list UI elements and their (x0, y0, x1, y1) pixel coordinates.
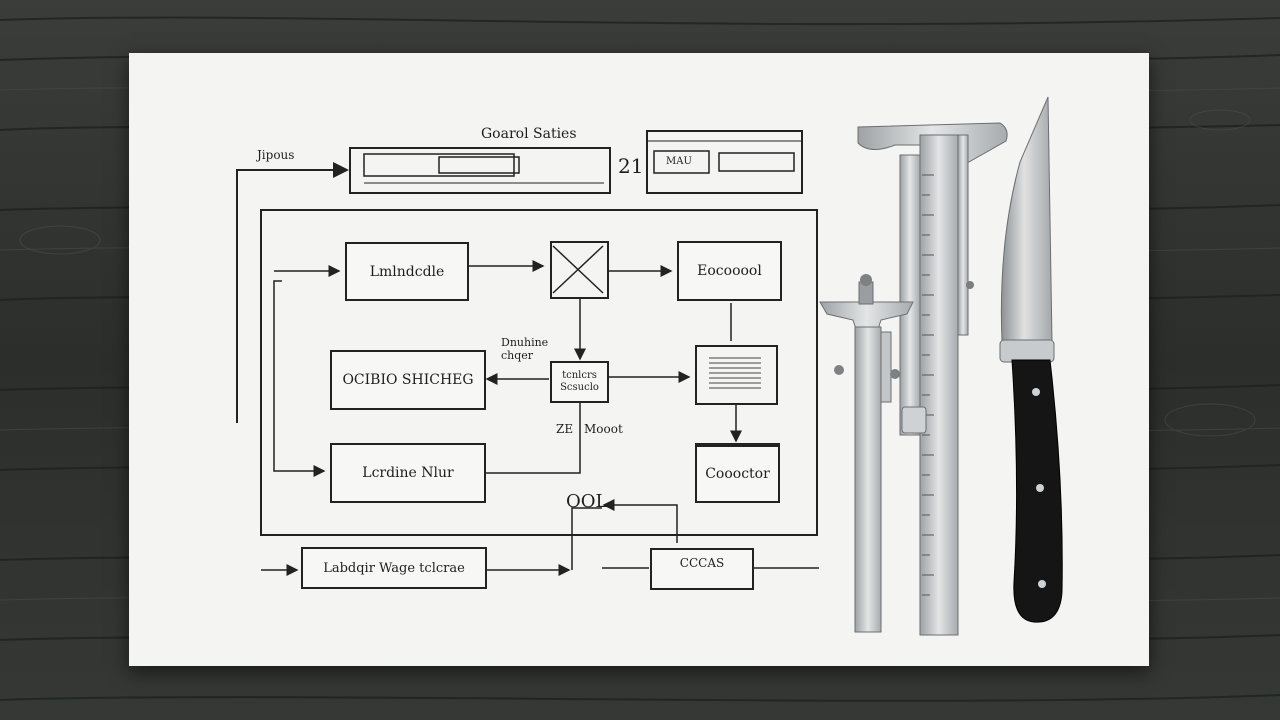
block-1: Lmlndcdle (345, 242, 469, 301)
block-8: Coooctor (695, 443, 780, 503)
block-5: tcnlcrs Scsuclo (550, 361, 609, 403)
note-4: OOL (566, 491, 608, 512)
top-label: Goarol Saties (481, 126, 577, 142)
block-9: Labdqir Wage tclcrae (301, 547, 487, 589)
note-3: ZE (556, 422, 574, 436)
top-right-box-label: MAU (666, 156, 692, 167)
chef-knife (999, 96, 1063, 623)
block-7: Lcrdine Nlur (330, 443, 486, 503)
note-2: Mooot (584, 422, 623, 436)
block-3: Eocooool (677, 241, 782, 301)
block-2-crossed (550, 241, 609, 299)
vernier-caliper (857, 122, 1008, 636)
block-10: CCCAS (650, 548, 754, 590)
pair-label: 21 (618, 154, 644, 178)
note-1: Dnuhine chqer (501, 336, 549, 363)
block-4: OCIBIO SHICHEG (330, 350, 486, 410)
block-diagram-lines (236, 130, 819, 576)
small-caliper (819, 274, 914, 633)
block-6-hatched (695, 345, 778, 405)
input-label: Jipous (257, 148, 295, 162)
